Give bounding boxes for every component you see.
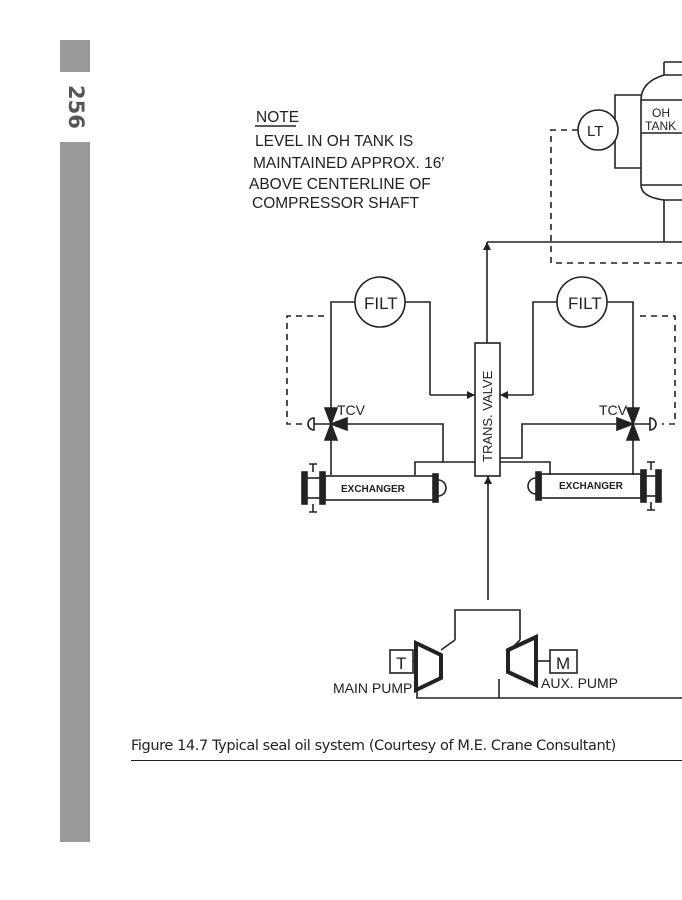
tank-label: TANK: [645, 119, 676, 133]
page-margin-bar: [60, 142, 90, 842]
trans-valve-label: TRANS. VALVE: [480, 370, 495, 462]
lt-label: LT: [587, 123, 603, 140]
tank-label: OH: [652, 106, 670, 120]
aux-pump: M: [506, 633, 578, 689]
exchanger-left: [301, 463, 447, 513]
note-line: LEVEL IN OH TANK IS: [255, 133, 413, 150]
oh-tank: OH TANK: [640, 61, 682, 201]
main-pump: T: [389, 639, 443, 694]
aux-pump-label: AUX. PUMP: [541, 675, 618, 691]
page-margin-bar: [60, 40, 90, 72]
filter-label: FILT: [364, 294, 398, 313]
figure-caption: Figure 14.7 Typical seal oil system (Cou…: [131, 738, 616, 754]
note-line: ABOVE CENTERLINE OF: [249, 176, 431, 193]
main-pump-label: MAIN PUMP: [333, 680, 412, 696]
exchanger-label: EXCHANGER: [341, 484, 406, 495]
caption-rule: [131, 760, 682, 761]
note-line: COMPRESSOR SHAFT: [252, 195, 420, 212]
tcv-label: TCV: [337, 402, 366, 418]
tcv-label: TCV: [599, 402, 628, 418]
exchanger-label: EXCHANGER: [559, 481, 624, 492]
filter-label: FILT: [568, 294, 602, 313]
driver-label: M: [556, 654, 570, 673]
note-heading: NOTE: [256, 109, 299, 126]
note-line: MAINTAINED APPROX. 16′: [253, 155, 444, 172]
exchanger-right: [527, 461, 662, 511]
signal-line: [550, 129, 682, 264]
driver-label: T: [396, 654, 406, 673]
